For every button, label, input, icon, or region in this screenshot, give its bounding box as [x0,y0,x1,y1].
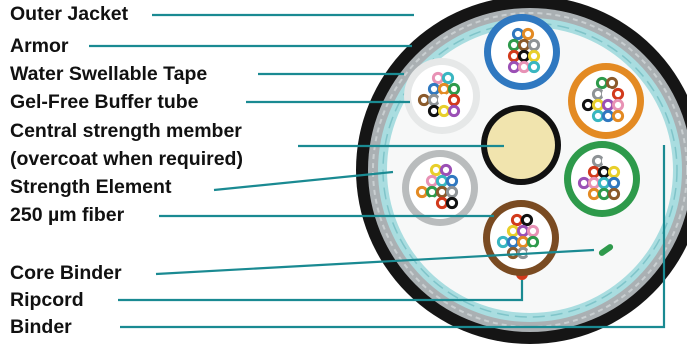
optical-fiber [427,82,441,96]
optical-fiber [510,213,524,227]
optical-fiber [521,27,535,41]
optical-fiber [601,98,615,112]
label-group: Outer Jacket Armor Water Swellable Tape … [10,3,243,338]
optical-fiber [587,165,601,179]
optical-fiber [597,187,611,201]
optical-fiber [611,98,625,112]
optical-fiber [427,104,441,118]
optical-fiber [437,82,451,96]
optical-fiber [437,104,451,118]
optical-fiber [591,87,605,101]
optical-fiber [507,49,521,63]
optical-fiber [425,174,439,188]
optical-fiber [520,213,534,227]
optical-fiber [506,224,520,238]
optical-fiber [601,109,615,123]
optical-fiber [506,246,520,260]
optical-fiber [607,176,621,190]
optical-fiber [516,235,530,249]
optical-fiber [527,38,541,52]
optical-fiber [447,82,461,96]
label-central-strength-member: Central strength member [10,120,242,142]
optical-fiber [527,49,541,63]
optical-fiber [601,154,615,168]
optical-fiber [605,76,619,90]
optical-fiber [415,185,429,199]
optical-fiber [425,185,439,199]
optical-fiber [496,235,510,249]
optical-fiber [527,60,541,74]
buffer-tube-green [564,141,640,217]
optical-fiber [435,185,449,199]
optical-fiber [441,71,455,85]
label-ripcord: Ripcord [10,289,84,311]
label-binder: Binder [10,316,72,338]
optical-fiber [417,93,431,107]
optical-fiber [587,187,601,201]
optical-fiber [445,196,459,210]
label-water-swellable-tape: Water Swellable Tape [10,63,207,85]
optical-fiber [506,235,520,249]
optical-fiber [431,71,445,85]
optical-fiber [445,185,459,199]
optical-fiber [429,163,443,177]
optical-fiber [507,60,521,74]
label-strength-element: Strength Element [10,176,172,198]
buffer-tube-gray [402,150,478,226]
optical-fiber [517,60,531,74]
optical-fiber [526,224,540,238]
buffer-tube-orange [568,63,644,139]
optical-fiber [607,165,621,179]
optical-fiber [497,49,511,63]
label-core-binder: Core Binder [10,262,122,284]
leader-line [155,248,595,276]
label-outer-jacket: Outer Jacket [10,3,129,25]
optical-fiber [611,109,625,123]
leader-line [120,145,666,329]
optical-fiber [511,27,525,41]
optical-fiber [435,174,449,188]
optical-fiber [597,176,611,190]
optical-fiber [597,165,611,179]
label-overcoat: (overcoat when required) [10,148,243,170]
optical-fiber [591,98,605,112]
optical-fiber [611,87,625,101]
central-strength-member [487,111,555,179]
optical-fiber [607,187,621,201]
label-armor: Armor [10,35,69,57]
optical-fiber [517,49,531,63]
buffer-tube-white [404,58,480,134]
leader-lines [89,13,666,329]
optical-fiber [425,196,439,210]
optical-fiber [591,109,605,123]
label-250-um-fiber: 250 µm fiber [10,204,125,226]
core-binder-mark [598,244,614,256]
label-gel-free-buffer-tube: Gel-Free Buffer tube [10,91,199,113]
optical-fiber [437,93,451,107]
leader-line [213,170,394,192]
optical-fiber [526,235,540,249]
optical-fiber [427,93,441,107]
leader-line [118,280,524,302]
optical-fiber [507,38,521,52]
optical-fiber [516,224,530,238]
optical-fiber [591,154,605,168]
optical-fiber [447,93,461,107]
optical-fiber [447,104,461,118]
optical-fiber [595,76,609,90]
optical-fiber [577,176,591,190]
buffer-tube-brown [483,200,559,276]
optical-fiber [601,87,615,101]
optical-fiber [587,176,601,190]
buffer-tube-blue [484,14,560,90]
optical-fiber [435,196,449,210]
optical-fiber [581,98,595,112]
optical-fiber [445,174,459,188]
optical-fiber [517,38,531,52]
optical-fiber [439,163,453,177]
